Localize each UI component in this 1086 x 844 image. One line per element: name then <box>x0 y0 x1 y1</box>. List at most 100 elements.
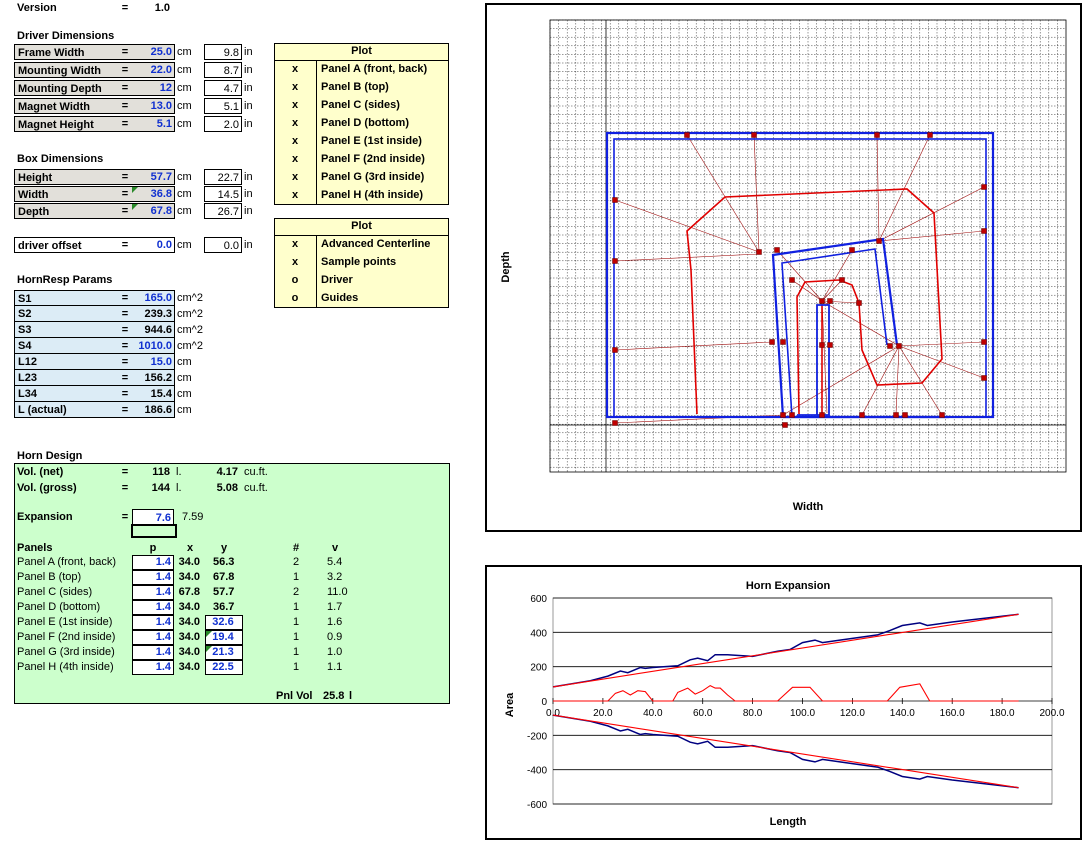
centerline-segment <box>878 230 985 242</box>
plot-toggle[interactable]: x <box>291 238 299 250</box>
panel-count: 2 <box>292 586 300 598</box>
panel-x-value: 34.0 <box>178 646 200 658</box>
centerline-segment <box>614 253 760 262</box>
dim-value-cm[interactable]: 22.0 <box>150 64 172 76</box>
hornresp-value[interactable]: 1010.0 <box>138 340 172 352</box>
active-cell-cursor[interactable] <box>131 524 177 538</box>
expansion-input[interactable]: 7.6 <box>132 509 174 525</box>
layout-grid <box>549 19 1067 473</box>
panel-volume-label: Pnl Vol <box>276 690 313 702</box>
centerline-segment <box>776 249 823 302</box>
panel-p-input[interactable]: 1.4 <box>132 660 174 675</box>
sample-point-marker <box>612 197 618 203</box>
panel-row-label: Panel E (1st inside) <box>17 616 113 628</box>
dim-value-cm[interactable]: 36.8 <box>150 188 172 200</box>
driver-offset-unit: cm <box>177 239 192 251</box>
sample-point-marker <box>849 247 855 253</box>
sample-point-marker <box>756 249 762 255</box>
plot-header-divider <box>274 60 449 61</box>
sample-point-marker <box>893 412 899 418</box>
series-line-0 <box>552 613 1019 688</box>
plot-toggle[interactable]: x <box>291 81 299 93</box>
hornresp-unit: cm^2 <box>177 324 203 336</box>
hornresp-equals: = <box>121 324 129 336</box>
dim-unit-in: in <box>244 82 253 94</box>
sample-point-marker <box>774 247 780 253</box>
dim-value-cm[interactable]: 5.1 <box>156 118 172 130</box>
dim-value-cm[interactable]: 13.0 <box>150 100 172 112</box>
dim-unit-cm: cm <box>177 205 192 217</box>
panel-y-input[interactable]: 19.4 <box>205 630 243 645</box>
dim-equals: = <box>121 188 129 200</box>
y-tick-label: -200 <box>527 731 547 742</box>
y-col-header: y <box>220 542 228 554</box>
dim-unit-in: in <box>244 64 253 76</box>
plot-toggle[interactable]: x <box>291 256 299 268</box>
panel-y-input[interactable]: 21.3 <box>205 645 243 660</box>
y-tick-label: -400 <box>527 766 547 777</box>
centerline-segment <box>782 345 900 416</box>
panel-p-input[interactable]: 1.4 <box>132 615 174 630</box>
panel-y-value: 56.3 <box>213 556 235 568</box>
panel-p-input[interactable]: 1.4 <box>132 555 174 570</box>
hornresp-equals: = <box>121 308 129 320</box>
y-tick-label: 200 <box>530 663 547 674</box>
sample-point-marker <box>927 132 933 138</box>
panel-p-input[interactable]: 1.4 <box>132 570 174 585</box>
panel-p-input[interactable]: 1.4 <box>132 630 174 645</box>
y-tick-label: -600 <box>527 800 547 811</box>
horn-row-equals: = <box>121 482 129 494</box>
centerline-segment <box>861 345 900 416</box>
driver-offset-inch-unit: in <box>244 239 253 251</box>
plot-toggle[interactable]: o <box>291 292 299 304</box>
plot-toggle[interactable]: x <box>291 153 299 165</box>
plot-option-label: Panel D (bottom) <box>321 117 409 129</box>
hornresp-value[interactable]: 165.0 <box>144 292 172 304</box>
sample-point-marker <box>887 343 893 349</box>
series-line-2 <box>552 613 1019 688</box>
dim-value-in: 14.5 <box>204 186 242 202</box>
sample-point-marker <box>612 347 618 353</box>
series-line-3 <box>552 714 1019 789</box>
dim-unit-in: in <box>244 118 253 130</box>
plot-toggle[interactable]: x <box>291 135 299 147</box>
panel-y-input[interactable]: 22.5 <box>205 660 243 675</box>
dim-value-in: 8.7 <box>204 62 242 78</box>
plot-toggle[interactable]: o <box>291 274 299 286</box>
panel-p-input[interactable]: 1.4 <box>132 585 174 600</box>
panel-count: 1 <box>292 631 300 643</box>
sample-point-marker <box>874 132 880 138</box>
dim-value-cm[interactable]: 12 <box>159 82 172 94</box>
dim-unit-cm: cm <box>177 100 192 112</box>
centerline-segment <box>898 345 985 379</box>
center-panel-outline <box>797 304 830 416</box>
plot-option-label: Driver <box>321 274 353 286</box>
vol-gross-value: 144 <box>151 482 170 494</box>
hornresp-label: L12 <box>14 354 175 370</box>
driver-offset-value[interactable]: 0.0 <box>156 239 172 251</box>
panel-y-input[interactable]: 32.6 <box>205 615 243 630</box>
hornresp-value[interactable]: 15.0 <box>150 356 172 368</box>
plot-column-divider <box>316 235 317 308</box>
plot-table-bg <box>274 43 449 205</box>
dim-unit-in: in <box>244 171 253 183</box>
plot-toggle[interactable]: x <box>291 171 299 183</box>
plot-toggle[interactable]: x <box>291 63 299 75</box>
dim-value-cm[interactable]: 25.0 <box>150 46 172 58</box>
dim-unit-cm: cm <box>177 64 192 76</box>
panel-p-input[interactable]: 1.4 <box>132 645 174 660</box>
plot-toggle[interactable]: x <box>291 117 299 129</box>
panel-p-input[interactable]: 1.4 <box>132 600 174 615</box>
panel-volume: 1.6 <box>327 616 343 628</box>
hornresp-value: 944.6 <box>144 324 172 336</box>
dim-label: Magnet Width <box>14 98 175 114</box>
dim-value-cm[interactable]: 57.7 <box>150 171 172 183</box>
hornresp-equals: = <box>121 404 129 416</box>
dim-value-cm[interactable]: 67.8 <box>150 205 172 217</box>
version-value[interactable]: 1.0 <box>154 2 170 14</box>
plot-toggle[interactable]: x <box>291 189 299 201</box>
panel-y-value: 36.7 <box>213 601 235 613</box>
dim-value-in: 5.1 <box>204 98 242 114</box>
series-line-4 <box>553 683 1019 702</box>
plot-toggle[interactable]: x <box>291 99 299 111</box>
